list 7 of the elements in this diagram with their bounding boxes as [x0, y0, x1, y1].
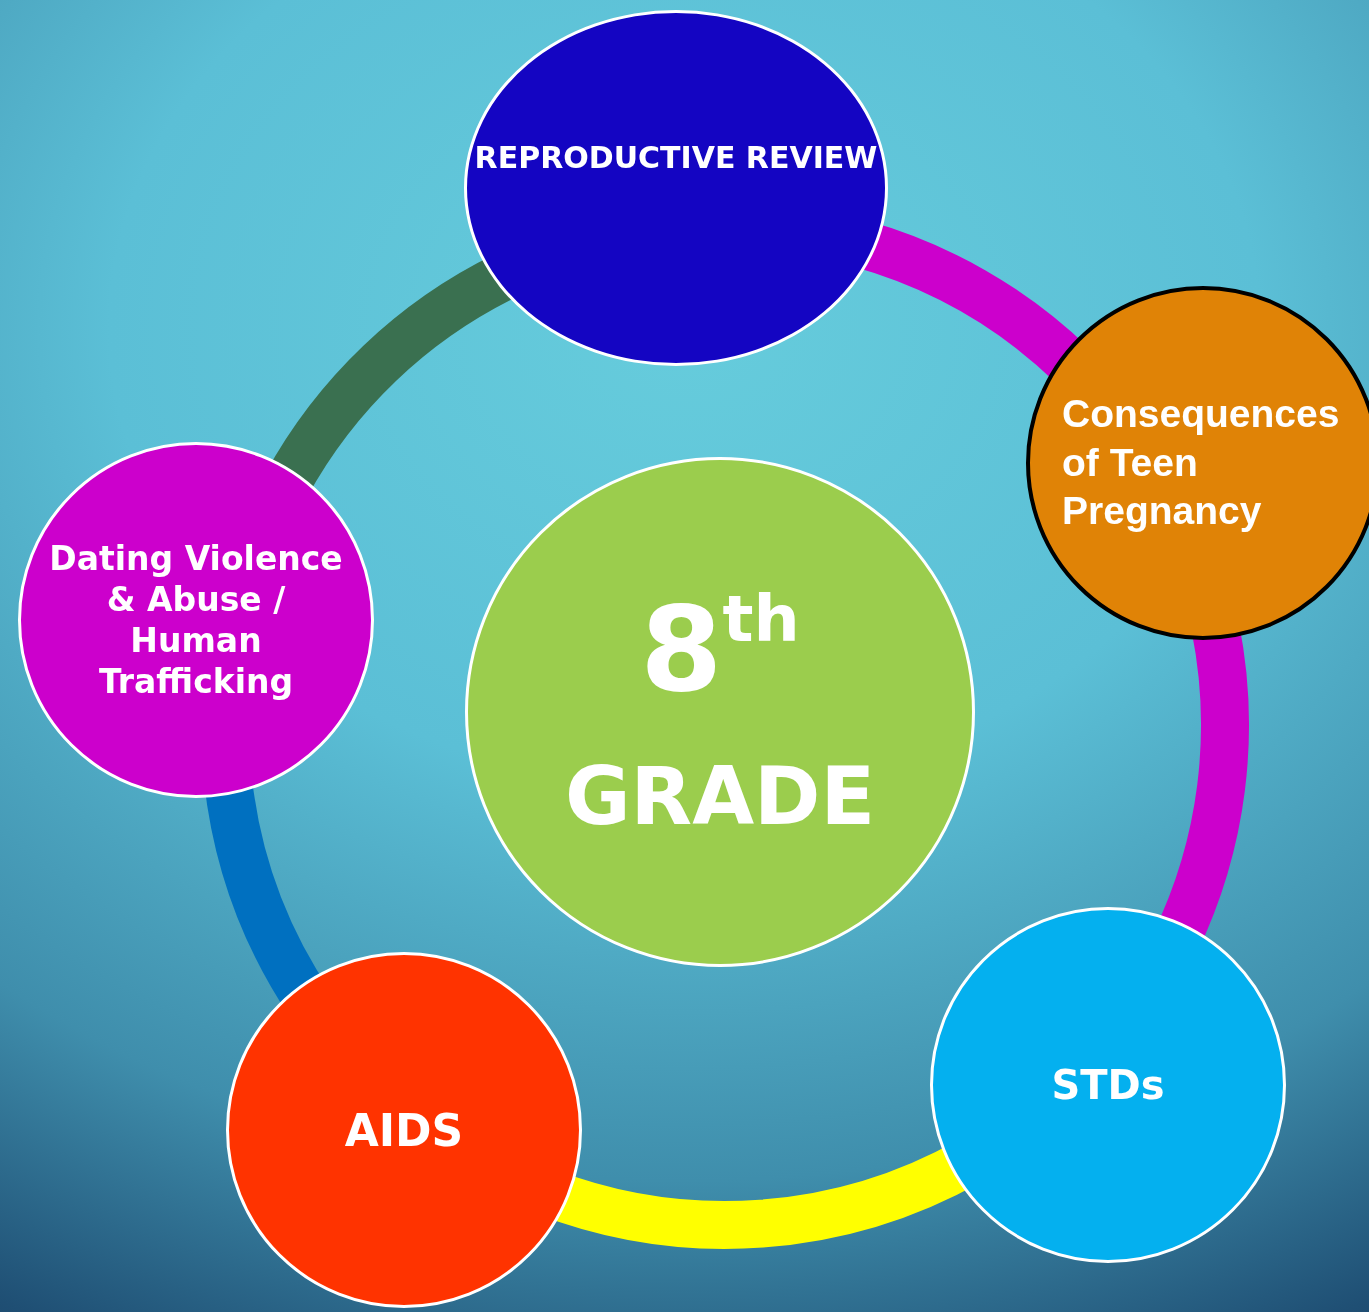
topic-label: Consequences of Teen Pregnancy — [1062, 390, 1341, 535]
grade-label: GRADE — [564, 757, 876, 838]
topic-label: REPRODUCTIVE REVIEW — [474, 139, 878, 177]
topic-label: AIDS — [344, 1103, 464, 1158]
topic-label: Dating Violence & Abuse / Human Trafficking — [48, 537, 344, 703]
grade-number: 8$^{th}$ — [640, 586, 800, 708]
topic-label: STDs — [1051, 1061, 1165, 1110]
